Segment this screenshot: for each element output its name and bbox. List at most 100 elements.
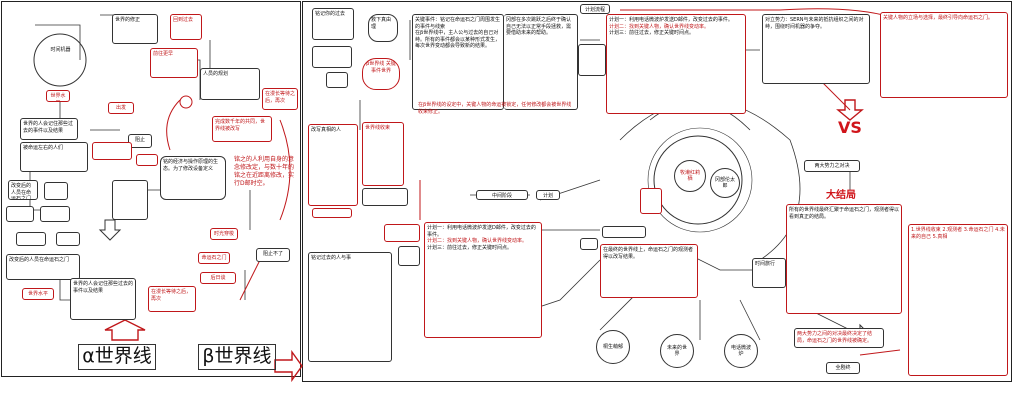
beta-center-label: β世界线 关键事件世界	[362, 58, 400, 90]
beta-plan-top-label: 计划流程	[580, 4, 610, 14]
alpha-shijie-shuiping: 世界水平	[22, 288, 54, 300]
alpha-line-label-text: α世界线	[82, 345, 152, 367]
beta-topleft-text: 铭记你的过去	[315, 11, 346, 17]
beta-circle-5: 电话微波炉	[724, 334, 758, 368]
right-end-label-text: 全剧终	[835, 365, 851, 371]
alpha-panel	[1, 1, 301, 377]
dajieju-label-text: 大结局	[826, 190, 856, 201]
beta-red-label-2	[384, 224, 420, 242]
beta-mid-note: 中间阶段	[476, 190, 528, 200]
alpha-jieduan-red-text: 时光穿梭	[213, 231, 234, 237]
alpha-bottom-red-note: 在漫长等待之后，再次	[148, 286, 196, 312]
alpha-houjie-text: 后日谈	[210, 275, 226, 281]
beta-bottom-left-big: 铭记过去的人与事	[308, 252, 392, 362]
beta-panel	[302, 1, 1012, 382]
beta-left-mid-1: 改写真相的人	[308, 124, 358, 206]
alpha-flask-text: 时间机器	[50, 47, 71, 53]
alpha-bottom-left-text: 改变后的人员在命运石之门	[9, 257, 70, 263]
alpha-left-tree-1-text: 世界的人会记住那些过去的事件以及结果	[23, 121, 74, 134]
alpha-red-shijie: 世界水平	[46, 90, 70, 102]
alpha-red-mingzhi: 命运石之门	[198, 252, 230, 264]
alpha-note-center-text: 人员的规划	[203, 71, 229, 77]
alpha-left-tree-3: 改变后的人员在命运石之门	[8, 180, 38, 200]
beta-left-mid-3	[362, 188, 408, 206]
beta-circle-2-text: 冈部伦太郎	[715, 177, 736, 189]
beta-topleft-box-2: 救下真由理	[368, 14, 398, 42]
beta-red-small-mid	[640, 188, 662, 214]
beta-circle-5-text: 电话微波炉	[730, 345, 751, 357]
right-end-label: 全剧终	[826, 362, 860, 374]
beta-line-label-text: β世界线	[202, 345, 272, 367]
beta-circle-3: 桐生萌郁	[596, 330, 630, 364]
beta-topleft-2-text: 救下真由理	[371, 17, 392, 30]
beta-plan-top-right: 对立势力：SERN与未来的抵抗组织之间的对峙，围绕时间机器的争夺。	[762, 14, 870, 84]
right-bottom-note-text: 两大势力之间的对决最终决定了结局，命运石之门的世界线被确定。	[797, 331, 873, 344]
alpha-note-red-top: 前往更早	[150, 48, 198, 78]
beta-mid-note-text: 中间阶段	[491, 193, 512, 199]
beta-bottom-left-small	[398, 246, 420, 266]
beta-plan-top-2: 计划二：找到关键人物，确认世界线变动率。	[609, 23, 710, 30]
alpha-note-top-red2: 回到过去	[170, 14, 202, 40]
alpha-note-right-red-text: 在漫长等待之后，再次	[265, 91, 296, 104]
alpha-red-chufa: 出发	[108, 102, 134, 114]
alpha-left-tree-3-text: 改变后的人员在命运石之门	[11, 183, 32, 200]
beta-bottom-mid-big: 计划一：利用电话微波炉发送D邮件，改变过去的事件。 计划二：找到关键人物，确认世…	[424, 222, 542, 338]
alpha-note-red-top-text: 前往更早	[153, 51, 174, 57]
alpha-left-tree-6	[40, 206, 70, 222]
alpha-zuzhi: 阻止	[128, 134, 152, 148]
beta-plan-top-3: 计划三：前往过去，修正关键时间点。	[609, 30, 695, 36]
alpha-note-topright: 世界的修正	[112, 14, 158, 44]
alpha-note-top-red2-text: 回到过去	[173, 17, 194, 23]
beta-circle-4: 未来的世界	[660, 334, 694, 368]
alpha-red-mingzhi-text: 命运石之门	[201, 255, 227, 261]
right-final-note-text: 所有的世界线最终汇聚于命运石之门，观测者得以看到真正的结局。	[789, 207, 900, 220]
alpha-line-label: α世界线	[78, 344, 156, 370]
beta-col2-text: 冈部在多次跳跃之后终于确认自己无法以正常手段拯救，需要借助未来的帮助。	[504, 14, 578, 110]
vs-label: VS	[838, 118, 862, 137]
liangda-label: 两大势力之对决	[804, 160, 860, 172]
alpha-zuzhi-buliao-text: 阻止不了	[262, 251, 283, 257]
right-top-note-text: 关键人物的立场与选择，最终引导向命运石之门。	[883, 15, 994, 21]
alpha-bottom-note-text: 世界的人会记住那些过去的事件以及结果	[73, 281, 134, 294]
alpha-note-topright-text: 世界的修正	[115, 17, 141, 23]
beta-middle-plan: 在最终的世界线上，命运石之门的观测者得以改写结果。	[600, 244, 698, 298]
alpha-left-tree-8	[56, 232, 80, 246]
beta-col1-body: 在β世界线中，主人公与过去的自己对峙。所有的事件都会以某种形式发生，每次世界变动…	[415, 30, 501, 49]
alpha-left-tree-5	[6, 206, 34, 222]
alpha-red-small-1	[92, 142, 132, 160]
beta-plan-3: 计划三：前往过去，修正关键时间点。	[427, 244, 513, 251]
alpha-zuzhi-text: 阻止	[134, 137, 145, 143]
beta-middle-note-text: 在最终的世界线上，命运石之门的观测者得以改写结果。	[603, 247, 694, 260]
beta-col1-text: 关键事件：铭记在命运石之门周围发生的事件与线索 在β世界线中，主人公与过去的自己…	[412, 14, 504, 110]
beta-col1-intro: 关键事件：铭记在命运石之门周围发生的事件与线索	[415, 17, 501, 30]
alpha-red-small-2	[136, 154, 158, 166]
beta-small-mid-label	[602, 226, 646, 238]
beta-plan-top-right-text: 对立势力：SERN与未来的抵抗组织之间的对峙，围绕时间机器的争夺。	[765, 17, 864, 30]
beta-plan-top-1: 计划一：利用电话微波炉发送D邮件，改变过去的事件。	[609, 17, 733, 23]
alpha-note-red-2: 铭之的人利用自身的意念修改定，与数十年的铭之在近距离修改，实行D邮时空。	[232, 154, 296, 222]
beta-circle-2: 冈部伦太郎	[710, 168, 740, 198]
beta-plan-top-main: 计划一：利用电话微波炉发送D邮件，改变过去的事件。 计划二：找到关键人物，确认世…	[606, 14, 746, 114]
beta-circle-1: 牧濑红莉栖	[674, 160, 706, 192]
beta-center-label-text: β世界线 关键事件世界	[366, 61, 396, 74]
beta-left-mid-1-text: 改写真相的人	[311, 127, 342, 133]
alpha-left-tree-2-text: 被命运左右的人们	[23, 145, 64, 151]
beta-bottom-left-big-text: 铭记过去的人与事	[311, 255, 352, 261]
alpha-houjie: 后日谈	[200, 272, 236, 284]
alpha-left-tree-1: 世界的人会记住那些过去的事件以及结果	[20, 118, 78, 140]
alpha-left-tree-7	[16, 232, 46, 246]
beta-topleft-box: 铭记你的过去	[312, 8, 354, 40]
alpha-note-right-red: 在漫长等待之后，再次	[262, 88, 298, 110]
alpha-note-red-2-text: 铭之的人利用自身的意念修改定，与数十年的铭之在近距离修改，实行D邮时空。	[234, 156, 295, 187]
alpha-left-tree-4	[44, 182, 68, 200]
beta-middle-label	[580, 238, 598, 250]
alpha-note-red-1-text: 完成数千年的共同，世界线被改写	[215, 119, 266, 132]
right-top-note: 关键人物的立场与选择，最终引导向命运石之门。	[880, 12, 1008, 98]
alpha-flask-label: 时间机器	[43, 45, 78, 69]
right-final-note: 所有的世界线最终汇聚于命运石之门，观测者得以看到真正的结局。	[786, 204, 902, 314]
alpha-left-tree-2: 被命运左右的人们	[20, 142, 88, 172]
alpha-note-main: 铭的经济与操作原理的生态。为了修改设备定义	[160, 156, 226, 200]
alpha-note-main-text: 铭的经济与操作原理的生态。为了修改设备定义	[163, 159, 219, 172]
beta-plan-top-label-text: 计划流程	[584, 7, 605, 13]
beta-plan-1: 计划一：利用电话微波炉发送D邮件，改变过去的事件。	[427, 225, 536, 238]
